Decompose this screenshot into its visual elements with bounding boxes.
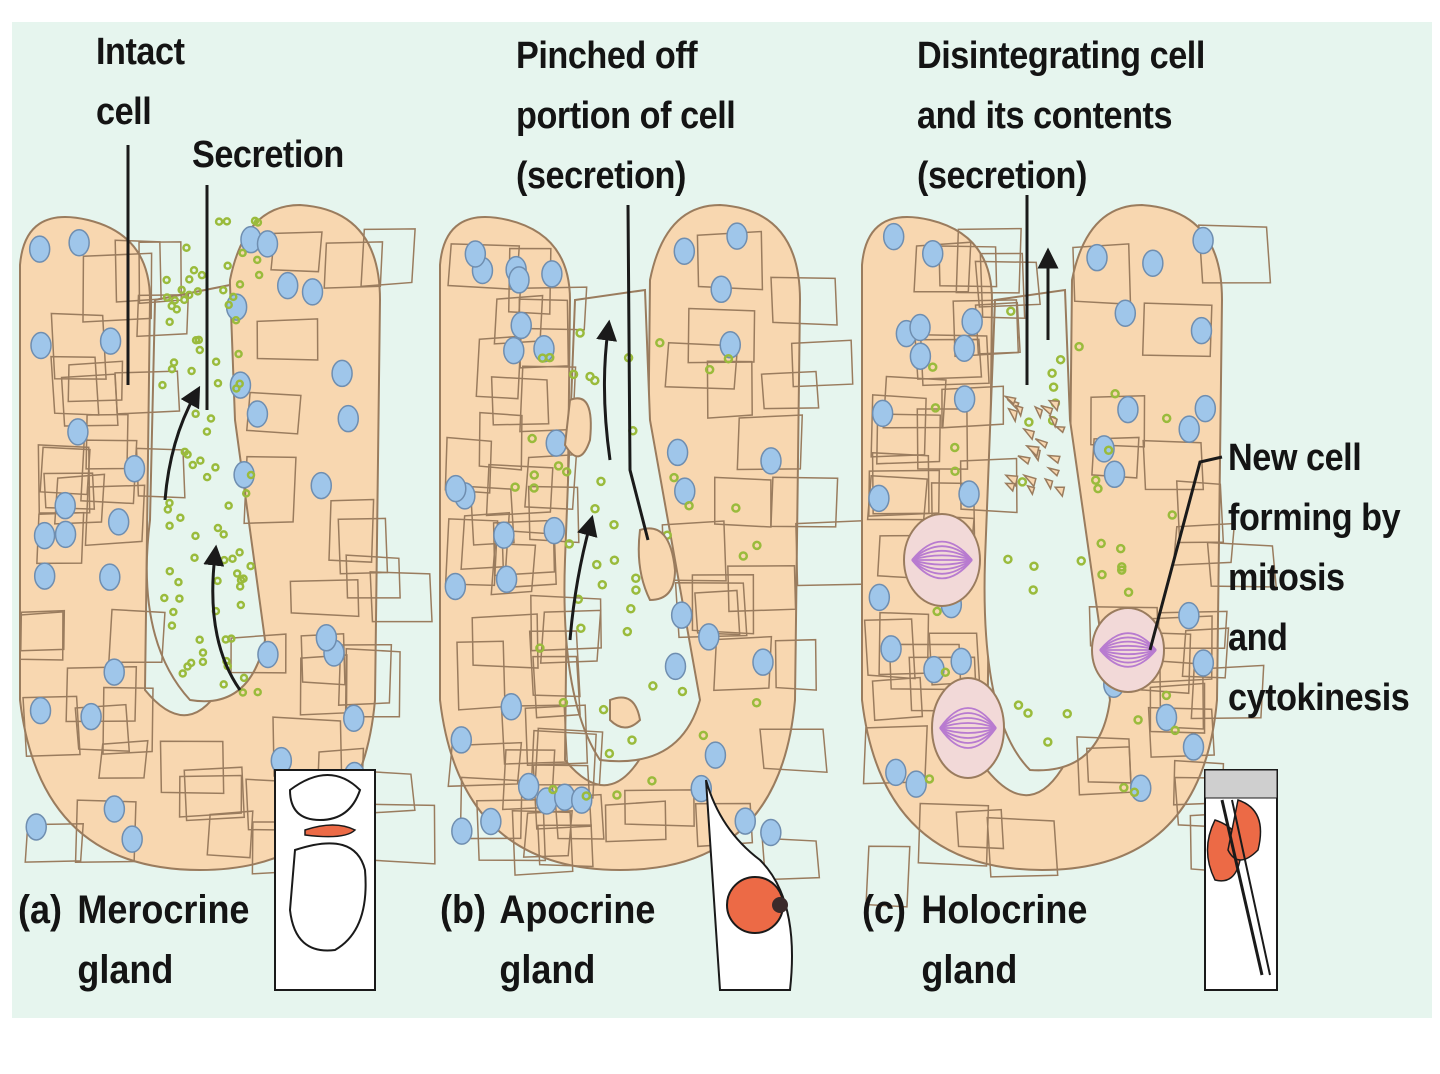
label-new-cell: New cell forming by mitosis and cytokine… bbox=[1228, 428, 1410, 728]
label-pinched-off: Pinched off portion of cell (secretion) bbox=[516, 26, 736, 206]
caption-apocrine: (b) Apocrine gland bbox=[440, 880, 655, 1000]
caption-holocrine: (c) Holocrine gland bbox=[862, 880, 1087, 1000]
label-new-cell-line1: New cell bbox=[1228, 437, 1362, 479]
leader-pinched-off bbox=[626, 204, 650, 541]
caption-gland-c: gland bbox=[921, 948, 1018, 992]
label-secretion: Secretion bbox=[192, 134, 344, 176]
label-new-cell-line3: mitosis bbox=[1228, 557, 1345, 599]
merocrine-gland-wall bbox=[19, 203, 382, 872]
caption-merocrine: (a) Merocrine gland bbox=[18, 880, 249, 1000]
pinched-fragment-3 bbox=[609, 696, 642, 729]
label-intact-cell-line2: cell bbox=[96, 91, 152, 133]
label-pinched-off-line2: portion of cell bbox=[516, 95, 736, 137]
cell-debris bbox=[1002, 395, 1066, 498]
caption-letter-c: (c) bbox=[862, 888, 907, 932]
mitosis-figure-2 bbox=[1091, 607, 1165, 693]
arrow-a1 bbox=[163, 385, 201, 501]
pinched-fragment-1 bbox=[563, 397, 592, 458]
arrow-b1 bbox=[568, 514, 598, 641]
caption-letter-b: (b) bbox=[440, 888, 486, 932]
label-new-cell-line5: cytokinesis bbox=[1228, 677, 1410, 719]
caption-gland-b: gland bbox=[499, 948, 596, 992]
holocrine-gland-lumen bbox=[983, 288, 1112, 772]
caption-name-a: Merocrine bbox=[77, 888, 250, 932]
caption-name-b: Apocrine bbox=[499, 888, 656, 932]
label-new-cell-line2: forming by bbox=[1228, 497, 1401, 539]
label-intact-cell: Intact cell bbox=[96, 22, 185, 142]
mitosis-figure-3 bbox=[931, 677, 1005, 779]
leader-new-cell bbox=[1148, 455, 1223, 651]
mammary-gland-icon bbox=[705, 779, 793, 991]
label-new-cell-line4: and bbox=[1228, 617, 1288, 659]
caption-gland-a: gland bbox=[77, 948, 174, 992]
mitosis-figure-1 bbox=[903, 513, 981, 607]
apocrine-gland-wall bbox=[439, 203, 802, 872]
arrow-b2 bbox=[596, 319, 618, 461]
merocrine-gland-nuclei bbox=[25, 225, 366, 853]
label-intact-cell-line1: Intact bbox=[96, 31, 185, 73]
label-disintegrating-line3: (secretion) bbox=[917, 155, 1087, 197]
arrow-a2 bbox=[203, 544, 242, 691]
caption-name-c: Holocrine bbox=[921, 888, 1088, 932]
digestive-organs-icon bbox=[274, 769, 376, 991]
apocrine-gland bbox=[439, 203, 868, 881]
label-pinched-off-line3: (secretion) bbox=[516, 155, 686, 197]
merocrine-gland bbox=[19, 203, 436, 875]
label-pinched-off-line1: Pinched off bbox=[516, 35, 698, 77]
label-disintegrating-line2: and its contents bbox=[917, 95, 1173, 137]
pinched-fragment-2 bbox=[637, 527, 677, 602]
label-disintegrating-cell: Disintegrating cell and its contents (se… bbox=[917, 26, 1205, 206]
label-disintegrating-line1: Disintegrating cell bbox=[917, 35, 1205, 77]
sebaceous-gland-icon bbox=[1204, 769, 1278, 991]
caption-letter-a: (a) bbox=[18, 888, 63, 932]
